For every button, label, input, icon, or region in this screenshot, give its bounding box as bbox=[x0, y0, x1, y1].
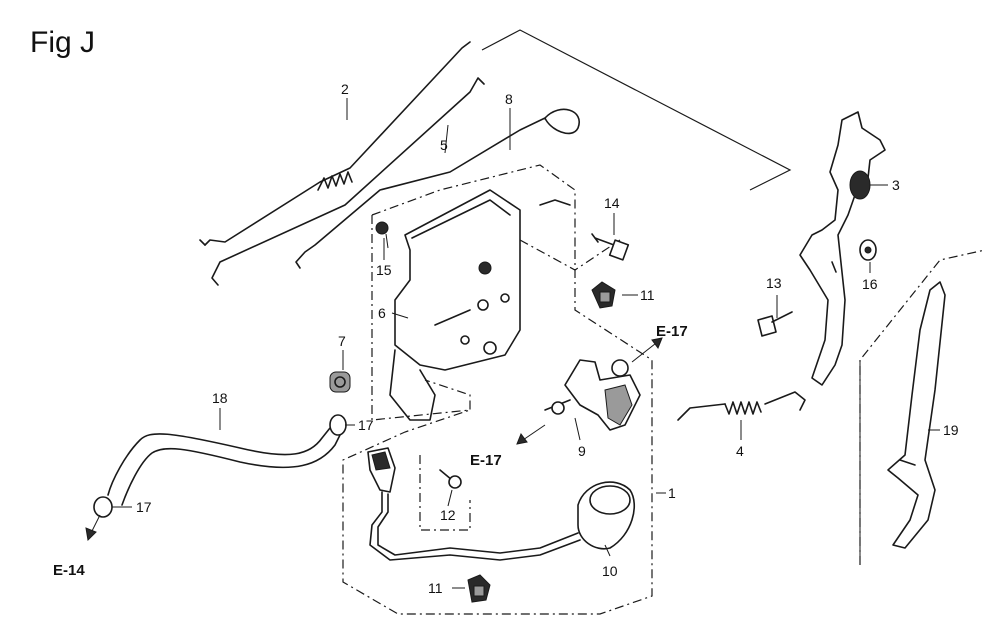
callout-7: 7 bbox=[338, 333, 346, 349]
callout-10: 10 bbox=[602, 563, 618, 579]
part-14-bolt bbox=[591, 233, 630, 261]
callout-1: 1 bbox=[668, 485, 676, 501]
callout-11-lower: 11 bbox=[428, 580, 443, 596]
callout-17-upper: 17 bbox=[358, 417, 374, 433]
outline-inner-link bbox=[519, 239, 621, 271]
callout-3: 3 bbox=[892, 177, 900, 193]
callout-6: 6 bbox=[378, 305, 386, 321]
part-5-rod bbox=[211, 77, 485, 286]
reference-e17-lower: E-17 bbox=[470, 452, 502, 469]
callout-8: 8 bbox=[505, 91, 513, 107]
leader-lines bbox=[112, 98, 940, 589]
part-9-control-lever bbox=[544, 359, 641, 431]
callouts: 2 5 8 14 15 11 6 7 18 17 17 12 9 10 11 1… bbox=[136, 81, 959, 596]
reference-e14: E-14 bbox=[53, 562, 85, 579]
part-18-hose bbox=[107, 427, 341, 506]
part-17-clamp-upper bbox=[329, 414, 347, 436]
outline-upper-top bbox=[371, 164, 576, 250]
outline-screw-12 bbox=[419, 455, 471, 531]
callout-5: 5 bbox=[440, 137, 448, 153]
callout-9: 9 bbox=[578, 443, 586, 459]
callout-14: 14 bbox=[604, 195, 620, 211]
part-7-nut bbox=[329, 371, 351, 393]
outline-upper-bracket bbox=[371, 215, 471, 421]
callout-15: 15 bbox=[376, 262, 392, 278]
part-12-screw bbox=[439, 469, 462, 489]
reference-arrows bbox=[85, 337, 663, 542]
callout-2: 2 bbox=[341, 81, 349, 97]
part-3-governor-arm bbox=[799, 111, 886, 386]
part-11-clip-lower bbox=[467, 574, 491, 603]
spring-coil-2 bbox=[317, 171, 353, 191]
callout-16: 16 bbox=[862, 276, 878, 292]
part-6-control-plate bbox=[389, 189, 571, 421]
outline-right-assembly bbox=[481, 29, 792, 191]
part-8-choke-rod bbox=[295, 108, 580, 269]
assembly-outlines bbox=[342, 29, 986, 615]
callout-11-upper: 11 bbox=[640, 287, 655, 303]
part-2-governor-spring-rod bbox=[199, 41, 471, 246]
part-11-clip-upper bbox=[591, 281, 616, 309]
callout-4: 4 bbox=[736, 443, 744, 459]
part-13-bolt bbox=[757, 311, 793, 337]
section-references: E-17 E-17 E-14 bbox=[53, 323, 688, 579]
callout-18: 18 bbox=[212, 390, 228, 406]
part-10-cable-knob bbox=[367, 447, 635, 561]
callout-19: 19 bbox=[943, 422, 959, 438]
part-19-lever-plate bbox=[887, 281, 946, 549]
callout-17-lower: 17 bbox=[136, 499, 152, 515]
figure-title: Fig J bbox=[30, 26, 95, 59]
part-4-spring bbox=[677, 391, 806, 421]
callout-13: 13 bbox=[766, 275, 782, 291]
reference-e17-upper: E-17 bbox=[656, 323, 688, 340]
part-17-clamp-lower bbox=[93, 496, 113, 518]
part-16-washer bbox=[859, 239, 877, 261]
callout-12: 12 bbox=[440, 507, 456, 523]
part-15-screw bbox=[375, 221, 389, 249]
